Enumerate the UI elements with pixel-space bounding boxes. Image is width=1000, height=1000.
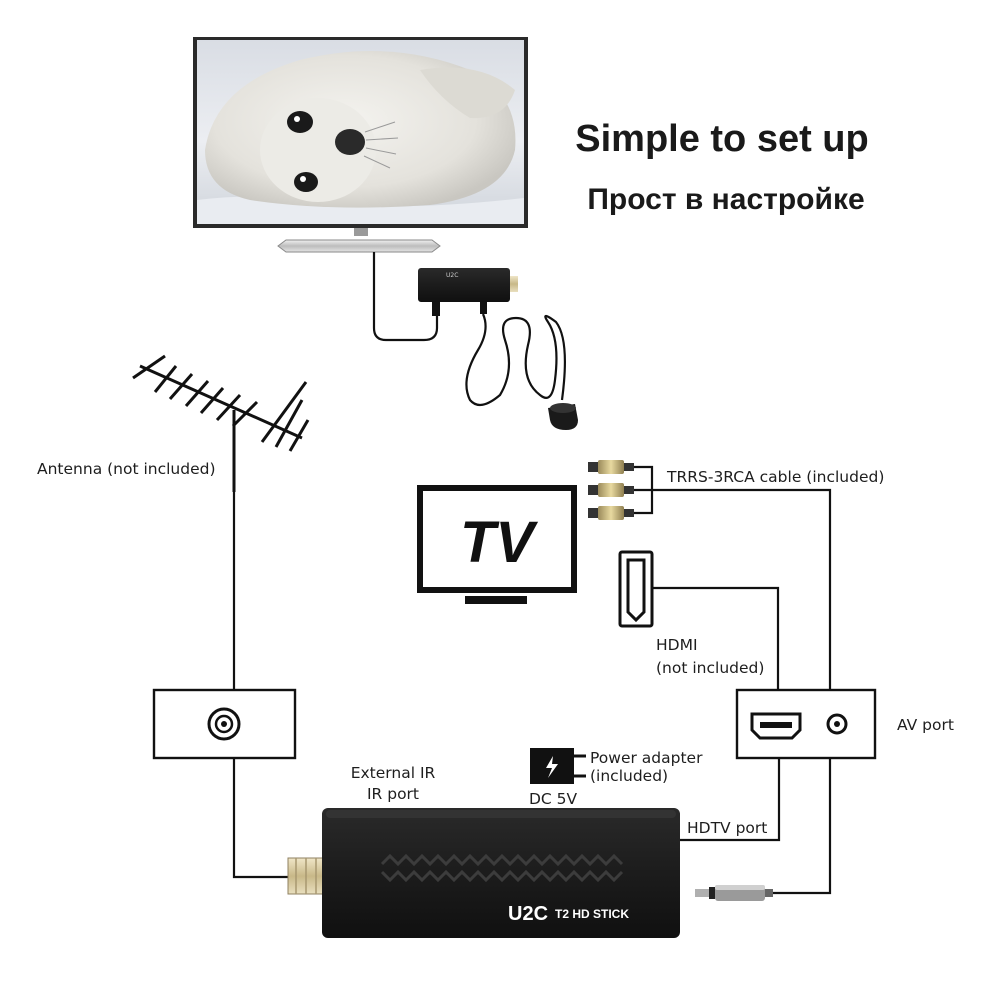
t2-hd-stick-device: U2C T2 HD STICK: [287, 808, 680, 938]
title-english: Simple to set up: [575, 118, 868, 160]
tv-icon-text: TV: [460, 510, 538, 575]
audio-jack-3-5mm: [695, 885, 773, 901]
hdmi-label-line1: HDMI: [656, 636, 698, 654]
antenna-wall-socket: [152, 688, 297, 760]
tv-icon: TV: [417, 485, 577, 604]
flat-tv-illustration: [193, 37, 528, 253]
antenna-icon: [132, 354, 310, 492]
external-ir-label-line2: IR port: [367, 785, 419, 803]
rca-plugs-icon: [588, 460, 634, 520]
ir-receiver-illustration: [548, 403, 578, 430]
small-stick-illustration: U2C: [418, 268, 518, 316]
external-ir-label-line1: External IR: [351, 764, 436, 782]
small-stick-brand: U2C: [446, 272, 458, 279]
device-brand-logo: U2C: [508, 903, 548, 925]
av-port-label: AV port: [897, 716, 954, 734]
power-adapter-label-line1: Power adapter: [590, 749, 703, 767]
dc-5v-label: DC 5V: [529, 790, 578, 808]
hdmi-label-line2: (not included): [656, 659, 764, 677]
trrs-cable-label: TRRS-3RCA cable (included): [666, 468, 884, 486]
antenna-label: Antenna (not included): [37, 460, 216, 478]
power-adapter-icon: [530, 748, 586, 784]
av-port-box: [735, 688, 877, 760]
hdtv-port-label: HDTV port: [687, 819, 767, 837]
hdmi-connector-icon: [618, 550, 654, 628]
title-russian: Прост в настройке: [587, 183, 864, 216]
power-adapter-label-line2: (included): [590, 767, 668, 785]
device-model-text: T2 HD STICK: [555, 907, 629, 921]
